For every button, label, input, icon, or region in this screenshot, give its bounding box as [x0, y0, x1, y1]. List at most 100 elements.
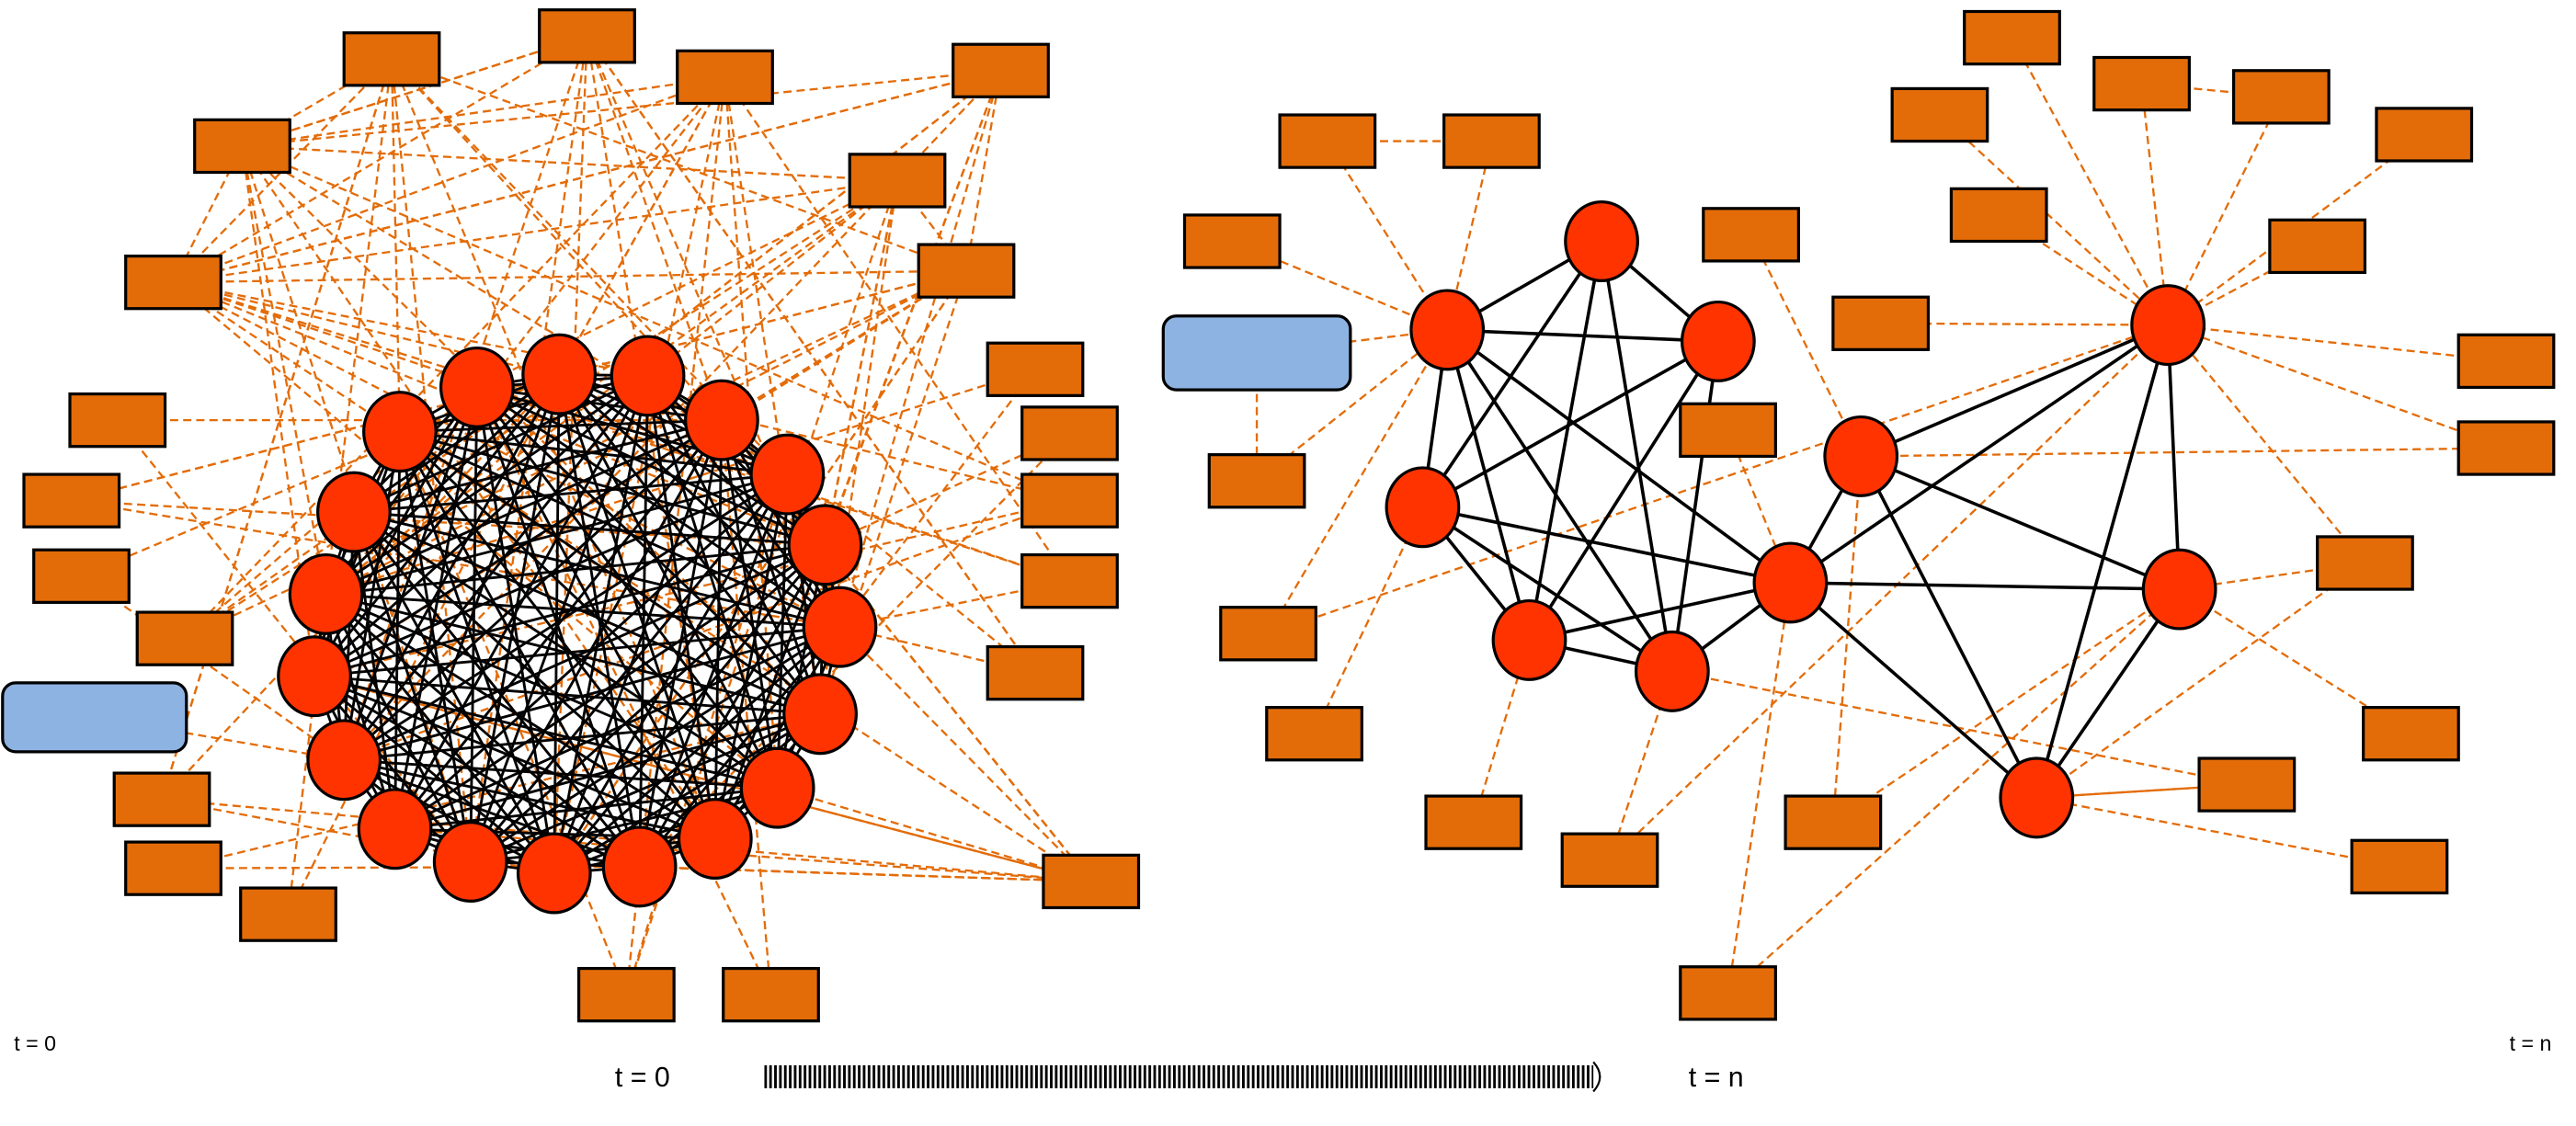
- dashed-edge: [838, 626, 1092, 882]
- dashed-edge: [116, 419, 472, 863]
- solid-edge: [353, 510, 821, 716]
- solid-edge: [1445, 328, 1674, 673]
- nodes: [1, 8, 1141, 1023]
- dashed-edge: [724, 76, 1071, 583]
- solid-edge: [313, 431, 402, 677]
- dashed-edge: [1861, 442, 2508, 458]
- solid-edge: [325, 543, 826, 596]
- dashed-edge: [172, 75, 725, 284]
- solid-edge: [469, 387, 479, 862]
- dashed-edge: [821, 180, 899, 546]
- dashed-edge: [1832, 588, 2181, 824]
- dashed-edge: [2035, 562, 2366, 799]
- solid-edge: [393, 625, 841, 831]
- dashed-edge: [717, 418, 772, 995]
- dashed-edge: [558, 76, 726, 376]
- dashed-edge: [325, 69, 1002, 596]
- solid-edge: [313, 472, 788, 678]
- dashed-edge: [2035, 794, 2400, 868]
- resource-node: [986, 341, 1085, 397]
- network-initial-state: t = 0: [1, 8, 1141, 1055]
- solid-edge: [325, 373, 561, 596]
- network-final-state: t = n: [1161, 9, 2556, 1055]
- dashed-edge: [2166, 320, 2507, 363]
- dashed-edge: [1831, 455, 1866, 823]
- timeline-start-label: t = 0: [615, 1063, 670, 1093]
- dashed-edge: [242, 33, 588, 148]
- resource-node: [1831, 295, 1931, 351]
- solid-edge: [553, 712, 821, 875]
- agent-node: [684, 379, 759, 461]
- solid-edge: [713, 473, 789, 839]
- resource-node: [722, 966, 820, 1023]
- timeline-end-label: t = n: [1689, 1063, 1744, 1093]
- solid-edge: [476, 386, 723, 422]
- dashed-edge: [1267, 328, 1449, 634]
- resource-node: [2197, 756, 2297, 813]
- dashed-edge: [466, 36, 588, 863]
- solid-edges: [313, 372, 841, 875]
- resource-node: [2456, 333, 2556, 390]
- solid-edge: [393, 419, 724, 830]
- dashed-edge: [343, 499, 1070, 762]
- agent-node: [1823, 415, 1899, 497]
- solid-edge: [343, 625, 840, 762]
- dashed-edge: [720, 269, 967, 422]
- dashed-edge: [553, 269, 967, 874]
- solid-edge: [646, 375, 717, 839]
- solid-edge: [476, 386, 826, 547]
- resource-node: [135, 610, 234, 666]
- dashed-edge: [1727, 581, 1795, 994]
- solid-edge: [1422, 506, 1791, 585]
- solid-edge: [353, 374, 649, 514]
- solid-edge: [1860, 454, 2181, 591]
- solid-edge: [313, 675, 472, 863]
- solid-edge: [353, 472, 788, 514]
- agent-node: [1999, 756, 2075, 839]
- agent-node: [782, 673, 858, 756]
- resource-node: [1702, 207, 1800, 263]
- resource-node: [986, 644, 1085, 701]
- dashed-edge: [241, 35, 587, 149]
- agent-node: [601, 825, 678, 908]
- panel-legend-initial: t = 0: [14, 1031, 56, 1055]
- dashed-edge: [837, 70, 1002, 629]
- agent-node: [516, 832, 592, 915]
- dashed-edge: [2011, 37, 2170, 326]
- resource-node: [2375, 107, 2474, 163]
- dashed-edge: [1727, 588, 2181, 995]
- solid-edge: [1860, 323, 2169, 459]
- solid-edge: [325, 593, 716, 840]
- agent-node: [432, 821, 508, 903]
- solid-edge: [1527, 340, 1720, 642]
- resource-node: [1890, 86, 1989, 143]
- dashed-edge: [172, 179, 898, 287]
- dashed-edge: [80, 574, 346, 761]
- resource-node: [952, 42, 1050, 98]
- resource-node: [124, 840, 222, 896]
- solid-edge: [313, 675, 641, 869]
- resource-node: [1679, 402, 1777, 459]
- agent-node: [1385, 466, 1461, 549]
- agent-node: [316, 471, 392, 553]
- resource-node: [32, 548, 131, 604]
- solid-edge: [1859, 455, 2038, 799]
- resource-node: [1020, 552, 1119, 609]
- solid-edge: [1447, 328, 1718, 344]
- agent-node: [739, 746, 815, 829]
- resource-node: [538, 8, 636, 64]
- dashed-edge: [313, 675, 1092, 884]
- timeline-arrow-head-icon: [1592, 1061, 1601, 1093]
- dashed-edge: [1609, 324, 2169, 861]
- dashed-edge: [475, 386, 772, 995]
- timeline-arrow-shaft: [764, 1064, 1594, 1088]
- solid-edge: [469, 625, 841, 863]
- dashed-edge: [390, 59, 405, 433]
- agent-node: [610, 335, 686, 417]
- agent-node: [521, 333, 598, 415]
- resource-node: [1042, 853, 1141, 910]
- solid-edge: [475, 386, 641, 868]
- solid-edge: [1789, 324, 2170, 585]
- solid-edge: [325, 418, 723, 596]
- solid-edge: [313, 373, 561, 677]
